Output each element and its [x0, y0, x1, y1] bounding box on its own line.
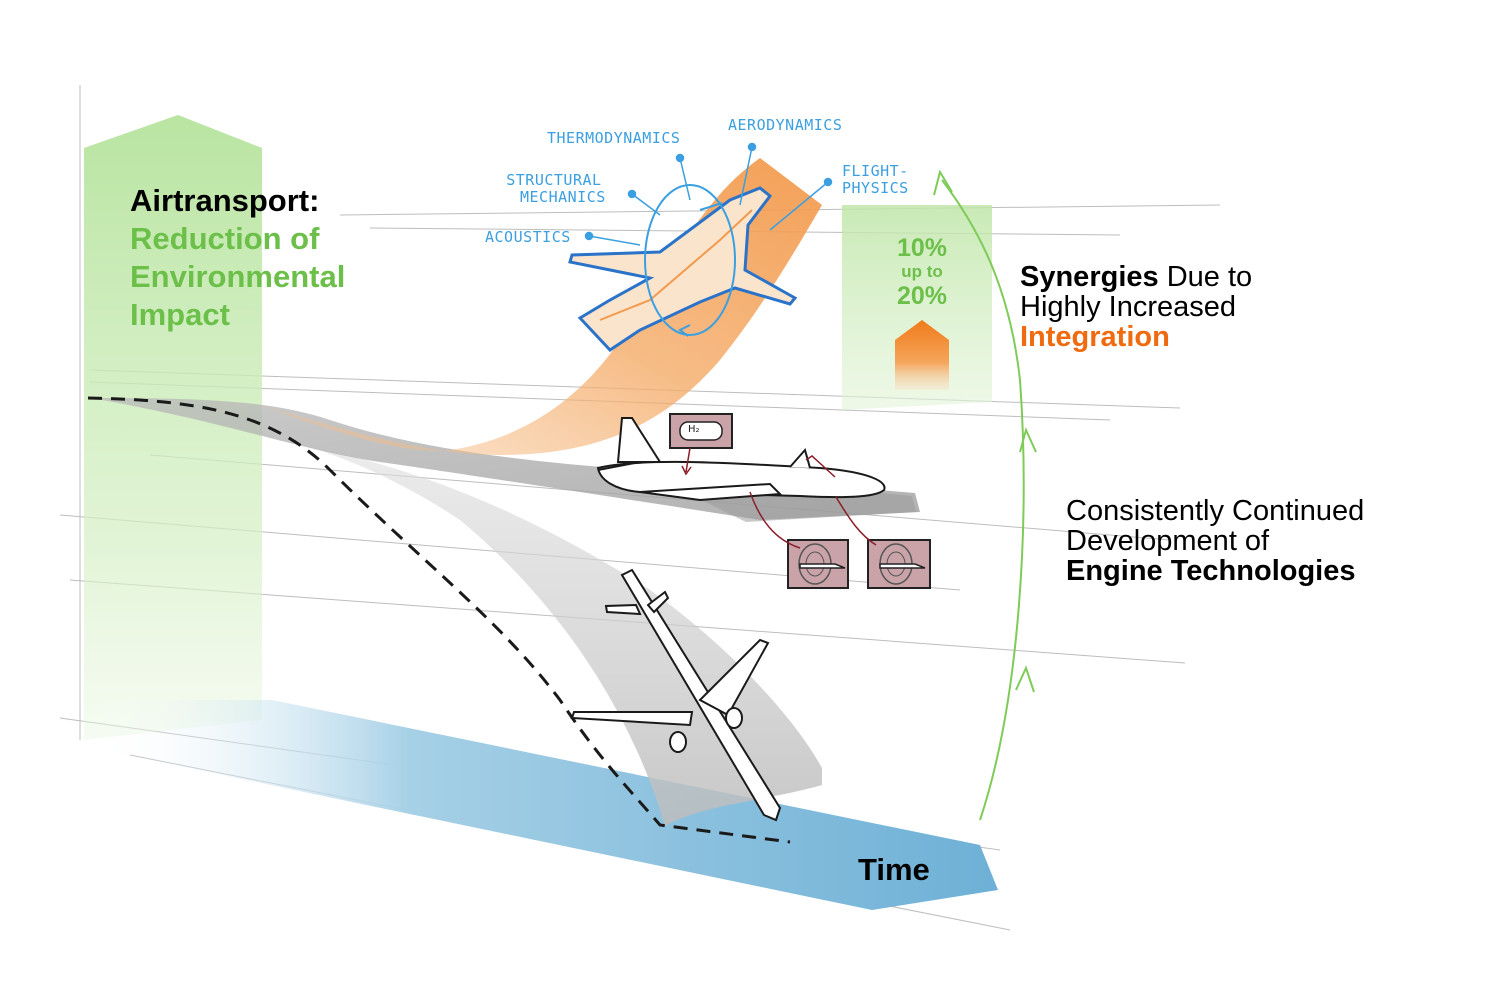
gain-panel — [842, 205, 992, 410]
arc-arrow-3 — [933, 169, 953, 196]
engine-line-1: Consistently Continued — [1066, 495, 1365, 527]
label-flight-line-2: PHYSICS — [842, 179, 909, 197]
synergies-line-2: Highly Increased — [1020, 291, 1236, 323]
fuel-tank-label: H₂ — [688, 424, 700, 435]
engine-line-3: Engine Technologies — [1066, 555, 1356, 587]
gain-low: 10% — [896, 234, 948, 262]
label-flight-line-1: FLIGHT- — [842, 162, 909, 180]
label-thermodynamics: THERMODYNAMICS — [547, 129, 681, 147]
time-band — [92, 700, 998, 910]
engine-box-2 — [867, 539, 931, 589]
label-acoustics: ACOUSTICS — [485, 228, 571, 246]
mid-aircraft — [596, 417, 886, 502]
green-impact-bar — [84, 115, 262, 740]
current-aircraft — [570, 568, 782, 822]
discipline-leaders — [584, 142, 833, 246]
synergies-line-1: Synergies Due to — [1020, 262, 1252, 292]
headline-line-1: Airtransport: — [130, 183, 320, 218]
grey-ribbon-lower — [300, 445, 822, 826]
synergies-text: Synergies Due to Highly Increased Integr… — [1020, 262, 1252, 352]
synergies-word: Synergies — [1020, 261, 1159, 293]
fuel-tank-box — [669, 413, 836, 478]
engine-leaders — [749, 491, 877, 549]
label-structural-line-1: STRUCTURAL — [506, 171, 602, 189]
progress-arc — [941, 179, 1025, 821]
label-flight-physics: FLIGHT- PHYSICS — [842, 163, 909, 197]
gain-high: 20% — [896, 282, 948, 310]
arc-arrow-2 — [1019, 427, 1037, 453]
gain-mid: up to — [901, 262, 943, 281]
time-label: Time — [858, 852, 930, 887]
orange-ribbon — [260, 158, 822, 455]
label-aerodynamics: AERODYNAMICS — [728, 116, 843, 134]
future-aircraft — [568, 184, 798, 352]
gain-arrow — [895, 320, 949, 390]
arc-arrow-1 — [1015, 665, 1035, 693]
engine-line-2: Development of — [1066, 525, 1270, 557]
headline: Airtransport: Reduction of Environmental… — [130, 182, 345, 334]
headline-line-2: Reduction of — [130, 221, 320, 256]
label-structural-line-2: MECHANICS — [520, 188, 606, 206]
synergies-word-rest: Due to — [1158, 261, 1253, 293]
headline-line-4: Impact — [130, 297, 230, 332]
headline-line-3: Environmental — [130, 259, 346, 294]
label-structural-mechanics: STRUCTURAL MECHANICS — [502, 172, 606, 206]
engine-text: Consistently Continued Development of En… — [1066, 496, 1364, 586]
synergies-line-3: Integration — [1020, 321, 1170, 353]
